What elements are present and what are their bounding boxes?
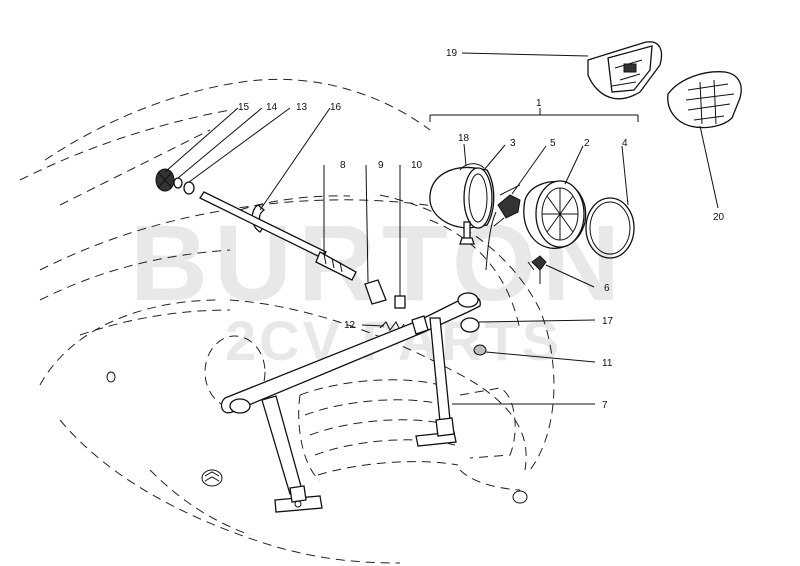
part-4-rim-ring bbox=[585, 197, 635, 259]
callout-20: 20 bbox=[713, 212, 725, 223]
callout-labels: 1 2 3 4 5 6 7 8 9 10 11 12 13 14 15 16 1… bbox=[238, 48, 725, 411]
part-9-sleeve bbox=[364, 279, 387, 305]
callout-1: 1 bbox=[536, 98, 542, 109]
part-19-spotlight-housing bbox=[587, 41, 663, 100]
part-2-headlamp-unit bbox=[523, 180, 587, 249]
body-hole-icon bbox=[106, 371, 116, 383]
callout-5: 5 bbox=[550, 138, 556, 149]
callout-18: 18 bbox=[458, 133, 470, 144]
callout-15: 15 bbox=[238, 102, 250, 113]
part-20-fog-lamp bbox=[667, 71, 742, 129]
part-15-knob bbox=[155, 168, 175, 192]
callout-8: 8 bbox=[340, 160, 346, 171]
car-bumper-outline bbox=[459, 387, 516, 459]
part-11-nut bbox=[473, 344, 487, 356]
callout-16: 16 bbox=[330, 102, 342, 113]
chevron-badge-icon bbox=[201, 469, 223, 487]
part-14-washer bbox=[173, 177, 183, 189]
part-shaft bbox=[199, 191, 357, 281]
part-6-adjuster-screw bbox=[527, 255, 547, 284]
car-body-outline bbox=[19, 78, 555, 564]
callout-7: 7 bbox=[602, 400, 608, 411]
callout-2: 2 bbox=[584, 138, 590, 149]
callout-9: 9 bbox=[378, 160, 384, 171]
callout-4: 4 bbox=[622, 138, 628, 149]
part-4-rim-ring-inner bbox=[589, 201, 631, 255]
callout-17: 17 bbox=[602, 316, 614, 327]
callout-19: 19 bbox=[446, 48, 458, 59]
body-plug-icon bbox=[512, 490, 528, 504]
chevron-badge-marks bbox=[204, 471, 220, 482]
part-13-washer bbox=[183, 181, 195, 195]
part-17-grommet bbox=[460, 317, 480, 333]
callout-6: 6 bbox=[604, 283, 610, 294]
part-10-bush bbox=[394, 295, 406, 309]
callout-12: 12 bbox=[344, 320, 356, 331]
callout-14: 14 bbox=[266, 102, 278, 113]
part-5-bulb-holder bbox=[485, 184, 521, 271]
part-7-mounting-bracket bbox=[220, 292, 481, 513]
callout-10: 10 bbox=[411, 160, 423, 171]
callout-11: 11 bbox=[602, 358, 613, 369]
callout-13: 13 bbox=[296, 102, 308, 113]
leader-lines bbox=[164, 52, 719, 405]
part-3-headlamp-shell bbox=[429, 163, 495, 245]
callout-3: 3 bbox=[510, 138, 516, 149]
car-grille-outline bbox=[298, 379, 459, 481]
